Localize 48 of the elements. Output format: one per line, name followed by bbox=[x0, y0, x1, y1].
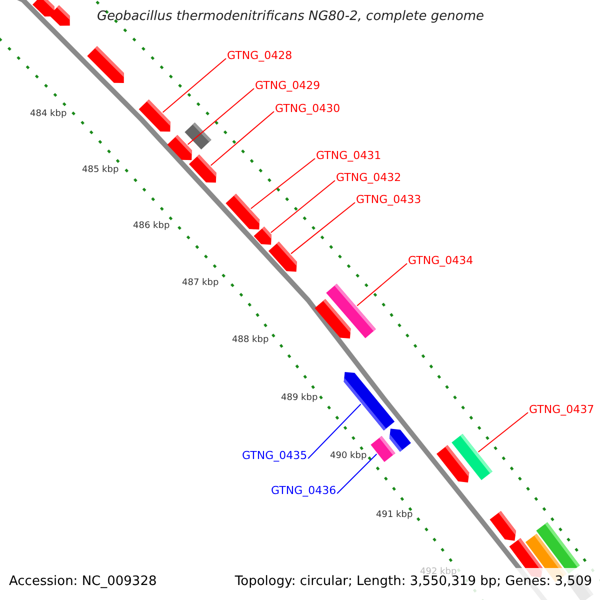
leader-line bbox=[162, 58, 226, 113]
gene-label: GTNG_0432 bbox=[336, 172, 402, 184]
gene-feature bbox=[184, 122, 212, 150]
gene-feature bbox=[138, 99, 170, 132]
gene-feature bbox=[87, 46, 124, 83]
scale-label: 490 kbp bbox=[330, 452, 367, 462]
gene-feature bbox=[370, 436, 396, 462]
leader-line bbox=[187, 88, 254, 145]
genome-summary-text: Topology: circular; Length: 3,550,319 bp; Genes: 3,509 bbox=[234, 575, 592, 590]
map-title: Geobacillus thermodenitrificans NG80-2, complete genome bbox=[97, 10, 484, 24]
gene-label: GTNG_0430 bbox=[275, 103, 340, 116]
gene-feature bbox=[254, 226, 272, 245]
gene-feature bbox=[389, 428, 411, 452]
scale-label: 492 kbp bbox=[420, 568, 457, 577]
leader-line bbox=[270, 180, 336, 234]
gene-feature bbox=[49, 5, 70, 26]
scale-label: 491 kbp bbox=[376, 511, 413, 521]
leader-line bbox=[210, 110, 274, 166]
leader-line bbox=[290, 202, 356, 254]
gene-feature bbox=[490, 511, 516, 541]
gene-feature bbox=[326, 284, 376, 338]
leader-line bbox=[308, 404, 362, 459]
gene-feature bbox=[268, 242, 297, 272]
gene-feature bbox=[452, 434, 492, 480]
gene-label: GTNG_0428 bbox=[227, 50, 292, 62]
leader-line bbox=[336, 454, 378, 494]
gene-feature bbox=[32, 0, 55, 16]
gene-feature bbox=[167, 135, 192, 160]
leader-line bbox=[250, 158, 316, 210]
gene-feature bbox=[226, 194, 260, 230]
gene-label: GTNG_0436 bbox=[271, 485, 336, 498]
scale-label: 484 kbp bbox=[30, 110, 67, 120]
leader-line bbox=[478, 412, 528, 452]
gene-label: GTNG_0435 bbox=[242, 450, 308, 462]
scale-label: 488 kbp bbox=[232, 336, 269, 346]
gene-feature bbox=[344, 372, 395, 430]
gene-label: GTNG_0434 bbox=[408, 255, 474, 268]
leader-line bbox=[356, 262, 408, 306]
gene-label: GTNG_0431 bbox=[316, 150, 382, 162]
gene-label: GTNG_0429 bbox=[255, 80, 320, 92]
scale-label: 489 kbp bbox=[281, 394, 318, 404]
gene-label: GTNG_0437 bbox=[529, 404, 594, 416]
scale-label: 487 kbp bbox=[182, 279, 219, 289]
gene-feature bbox=[188, 154, 216, 183]
scale-label: 486 kbp bbox=[133, 222, 170, 232]
scale-label: 485 kbp bbox=[82, 166, 119, 176]
gene-label: GTNG_0433 bbox=[356, 194, 422, 206]
accession-text: Accession: NC_009328 bbox=[9, 575, 157, 590]
